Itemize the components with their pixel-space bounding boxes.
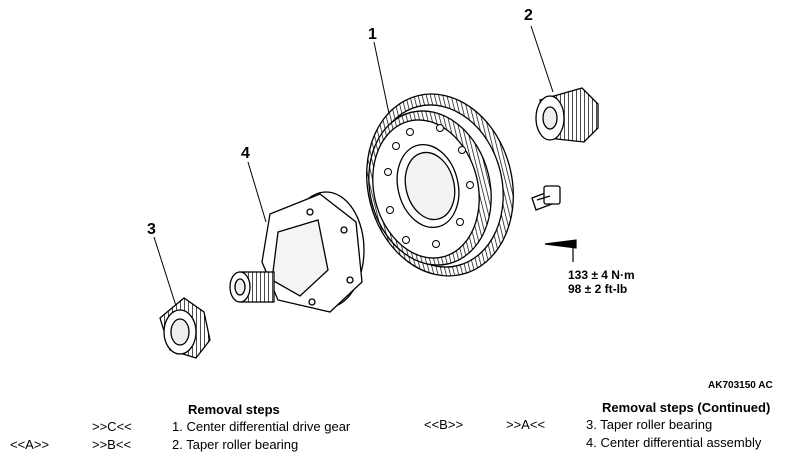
- taper-roller-bearing-lower: [159, 297, 211, 359]
- callout-4: 4: [241, 145, 250, 162]
- step-2-text: 2. Taper roller bearing: [172, 437, 299, 452]
- torque-metric: 133 ± 4 N·m: [568, 268, 635, 282]
- torque-imperial: 98 ± 2 ft-lb: [568, 282, 628, 296]
- torque-marker: [544, 239, 577, 262]
- step-3-text: 3. Taper roller bearing: [586, 417, 713, 432]
- leader-line-3: [153, 236, 177, 307]
- step-4-text: 4. Center differential assembly: [586, 435, 762, 450]
- exploded-view-drawing: [153, 25, 599, 359]
- removal-steps-header: Removal steps: [188, 402, 280, 417]
- figure-code: AK703150 AC: [708, 380, 773, 391]
- callout-2: 2: [524, 7, 533, 24]
- leader-line-2: [530, 25, 554, 93]
- torque-spec: 133 ± 4 N·m 98 ± 2 ft-lb: [568, 268, 635, 296]
- bolt: [531, 185, 561, 211]
- center-differential-assembly: [229, 191, 365, 313]
- drive-gear: [366, 93, 514, 277]
- code-b-right: >>B<<: [92, 437, 132, 452]
- code-c-right: >>C<<: [92, 419, 132, 434]
- taper-roller-bearing-upper: [535, 87, 599, 143]
- code-a-left: <<A>>: [10, 437, 50, 452]
- removal-steps-continued-header: Removal steps (Continued): [602, 400, 771, 415]
- callout-3: 3: [147, 221, 156, 238]
- leader-line-4: [247, 161, 267, 223]
- step-1-text: 1. Center differential drive gear: [172, 419, 351, 434]
- code-b-left: <<B>>: [424, 417, 464, 432]
- callout-1: 1: [368, 26, 377, 43]
- code-a-right: >>A<<: [506, 417, 546, 432]
